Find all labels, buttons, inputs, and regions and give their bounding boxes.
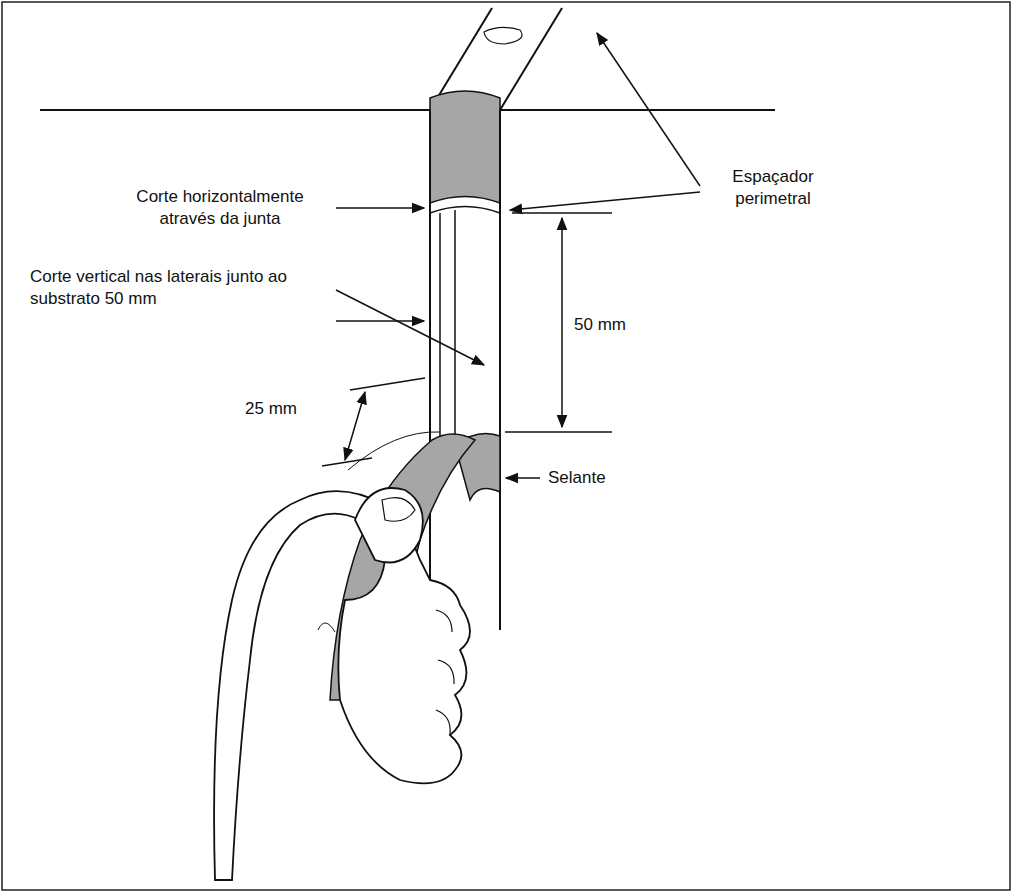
- thumbnail: [382, 498, 415, 522]
- dimension-label: 25 mm: [245, 398, 325, 420]
- flap-fold: [348, 432, 440, 470]
- extension-line: [505, 431, 612, 432]
- dimension-line: [345, 392, 365, 460]
- leader-arrow: [336, 207, 424, 209]
- leader-arrow: [510, 192, 700, 210]
- joint-wall: [429, 110, 431, 640]
- surface-line: [40, 109, 430, 111]
- part-label: Selante: [548, 467, 648, 489]
- fingernail: [436, 710, 450, 735]
- extension-line: [322, 458, 372, 466]
- sealant-band: [430, 91, 500, 203]
- thumb: [355, 488, 423, 563]
- extension-line: [350, 378, 425, 390]
- spacer: [484, 27, 522, 44]
- dimension-label: 50 mm: [574, 314, 664, 336]
- joint-wall: [499, 110, 501, 630]
- part-label: Espaçador perimetral: [708, 166, 838, 210]
- fingernail: [436, 610, 452, 632]
- horizontal-cut: [430, 207, 500, 214]
- knuckle: [318, 623, 335, 632]
- joint-edge: [500, 8, 562, 110]
- hand: [214, 491, 470, 880]
- surface-line: [500, 109, 775, 111]
- callout-text: Corte vertical nas laterais junto ao sub…: [30, 266, 330, 310]
- vertical-cut: [454, 210, 456, 440]
- leader-arrow: [336, 290, 484, 365]
- leader-arrow: [506, 477, 540, 479]
- dimension-line: [561, 218, 563, 427]
- fingernail: [438, 660, 454, 684]
- extension-line: [512, 212, 612, 213]
- leader-arrow: [336, 320, 424, 322]
- vertical-cut: [439, 213, 441, 440]
- leader-arrow: [597, 33, 700, 186]
- callout-text: Corte horizontalmente através da junta: [110, 186, 330, 230]
